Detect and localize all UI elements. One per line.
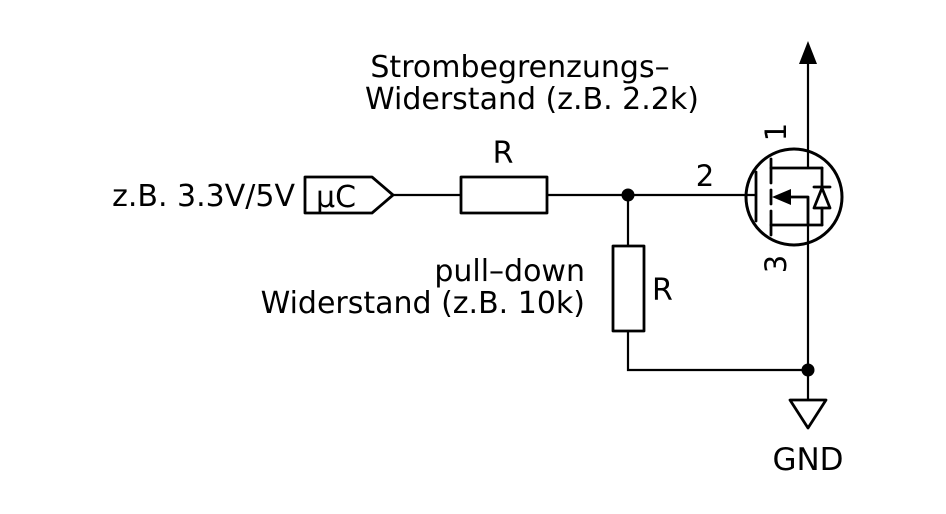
series-resistor-ref: R — [493, 136, 514, 171]
gnd-symbol-icon — [788, 398, 828, 430]
mosfet-symbol — [744, 147, 844, 247]
mosfet-pin-gate: 2 — [696, 159, 714, 193]
mcu-port-label: µC — [316, 180, 356, 215]
series-resistor-body — [459, 175, 549, 215]
pulldown-annotation-line2: Widerstand (z.B. 10k) — [261, 286, 585, 321]
pulldown-annotation-line1: pull–down — [434, 254, 585, 289]
body-diode-triangle — [812, 186, 832, 210]
drain-arrow-icon — [799, 41, 817, 64]
mosfet-substrate-line — [786, 195, 810, 227]
pulldown-resistor-ref: R — [652, 273, 673, 308]
mcu-port-label-outline — [303, 175, 395, 215]
gnd-label: GND — [772, 442, 843, 478]
wire-pulldown-to-source — [626, 329, 810, 372]
input-voltage-label: z.B. 3.3V/5V — [112, 179, 295, 214]
series-resistor-annotation-line1: Strombegrenzungs– — [370, 50, 669, 85]
pulldown-resistor-body — [611, 244, 646, 333]
junction-dot-source-node — [801, 363, 815, 377]
series-resistor-annotation-line2: Widerstand (z.B. 2.2k) — [365, 82, 699, 117]
junction-dot-gate-node — [621, 188, 635, 202]
mosfet-substrate-arrow-icon — [772, 189, 791, 205]
mosfet-pin-source: 3 — [759, 255, 793, 273]
mosfet-circle — [744, 147, 844, 247]
mosfet-pin-drain: 1 — [759, 123, 793, 141]
